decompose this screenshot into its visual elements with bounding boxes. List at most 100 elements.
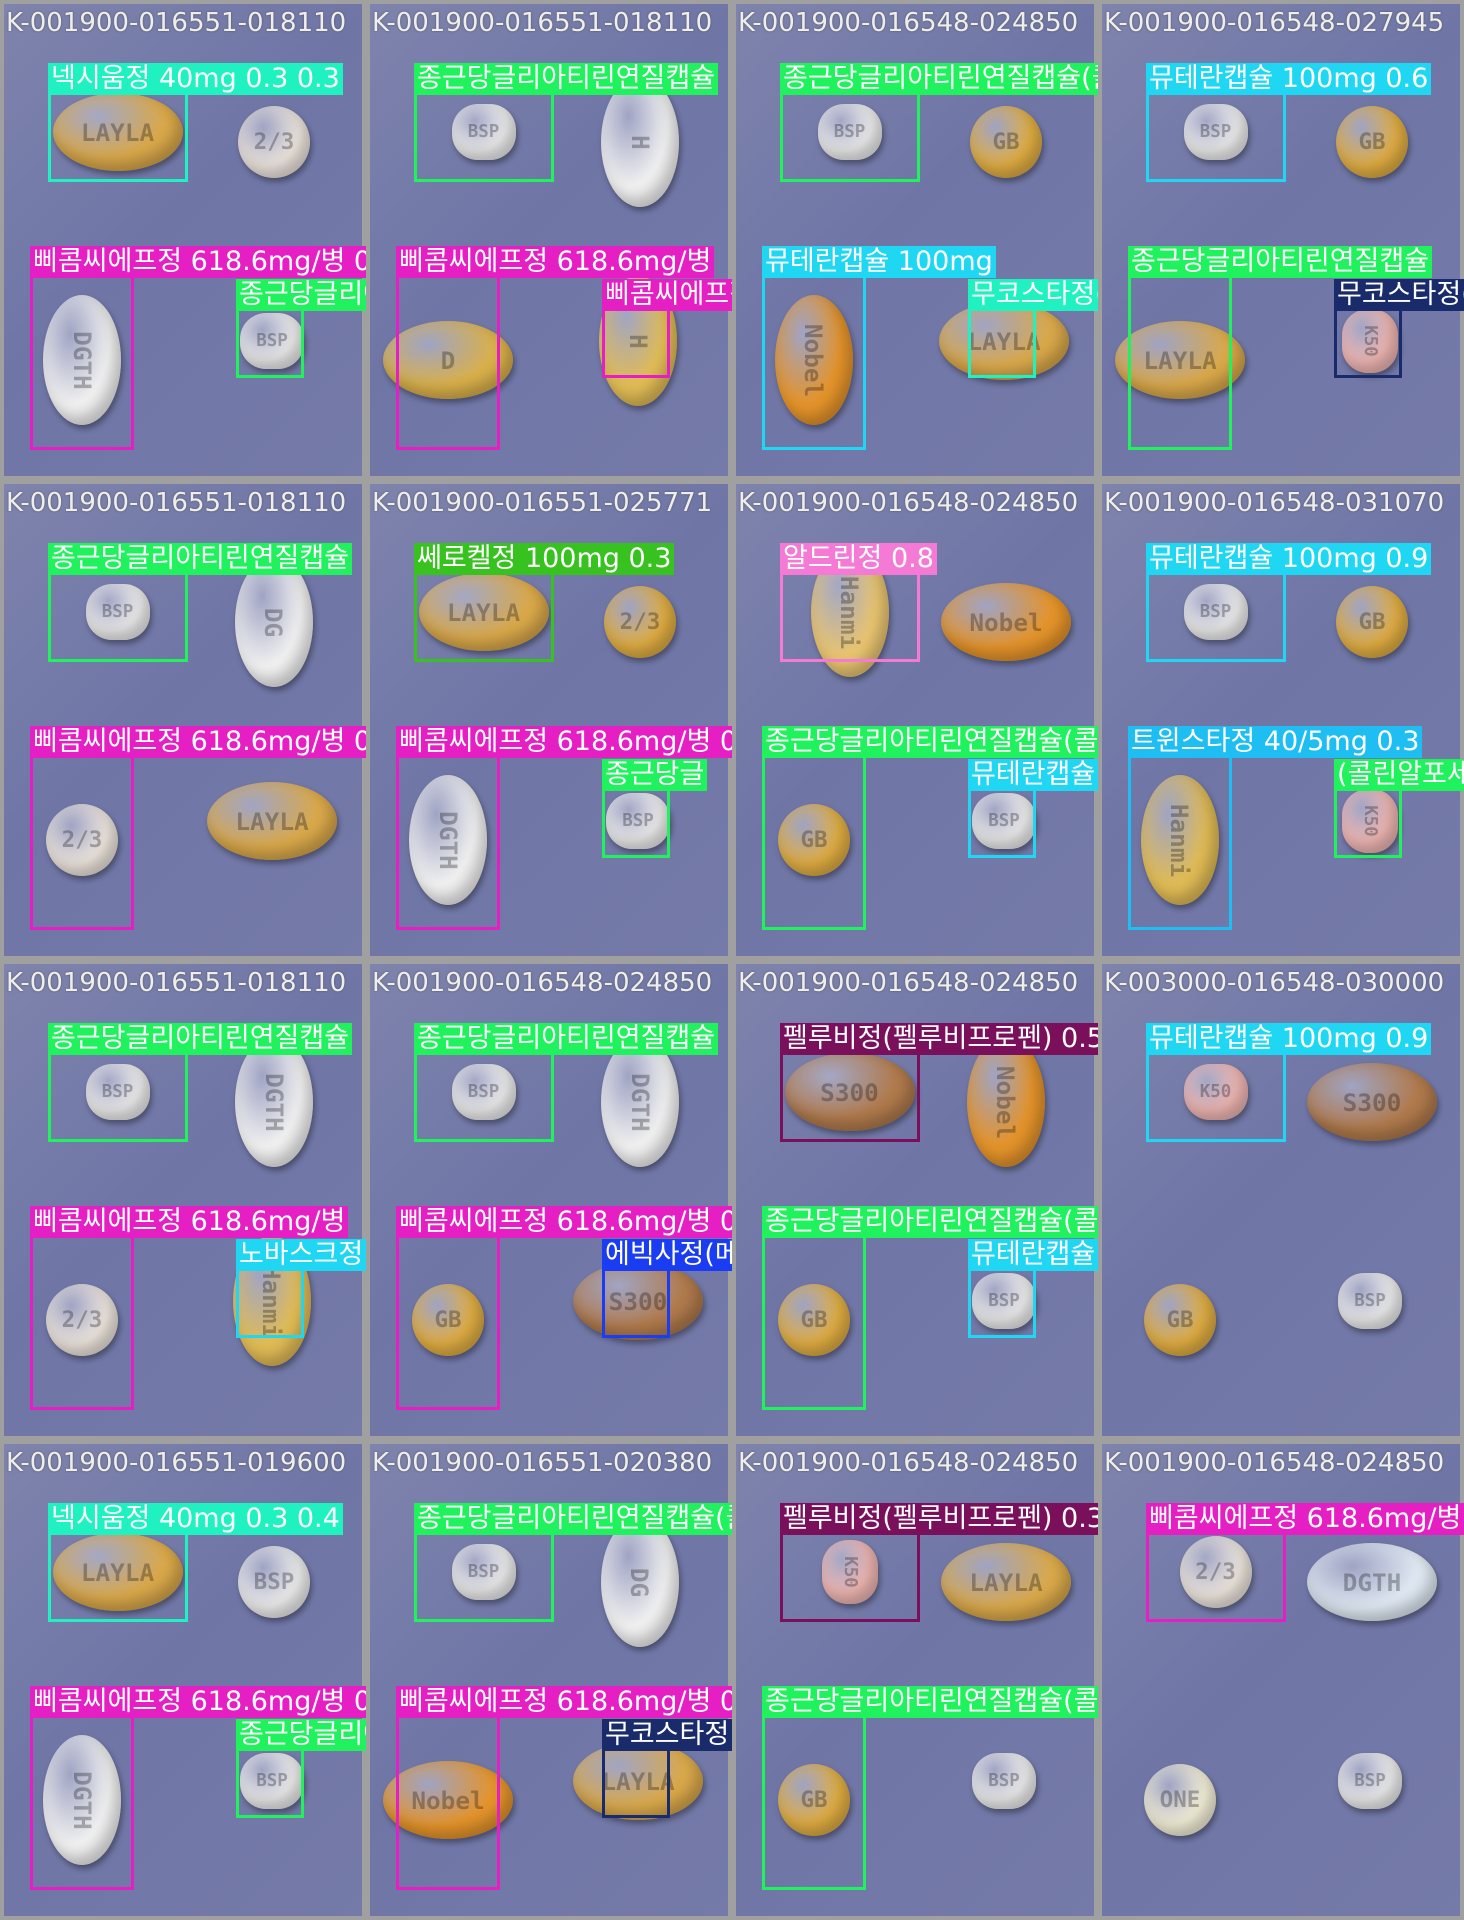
detection-label: 뮤테란캡슐 100mg <box>762 246 996 278</box>
detection-box: 쎄로켈정 100mg 0.3 <box>414 543 675 662</box>
pill-imprint: GB <box>434 1307 462 1333</box>
pill-imprint: LAYLA <box>80 117 155 147</box>
detection-box: (콜린알포세레이트) 1.0 <box>1334 759 1464 858</box>
pill: Nobel <box>941 583 1071 661</box>
detection-label: 삐콤씨에프정 618.6mg/병 0.6 <box>30 726 366 758</box>
pill-imprint: Nobel <box>411 1785 485 1815</box>
detection-box: 무코스타정(레바미피드)(비매품) <box>968 279 1098 378</box>
detection-box: 삐콤씨에프정 618.6mg/병 <box>396 246 715 450</box>
pill: GB <box>1336 586 1408 658</box>
detection-label: 넥시움정 40mg 0.3 0.4 <box>48 1503 343 1535</box>
detection-box: 삐콤씨에프정 618.6mg/병 <box>30 1206 349 1410</box>
pill: K50 <box>1183 1064 1248 1120</box>
detection-label: 삐콤씨에프정 618.6mg/병 0.4 <box>1146 1503 1464 1535</box>
detection-label: 펠루비정(펠루비프로펜) 0.5 <box>780 1023 1098 1055</box>
detection-label: 종근당글리아티린연질캡슐 <box>414 1023 719 1055</box>
pill-imprint: LAYLA <box>1143 345 1217 375</box>
tile-filename: K-001900-016548-027945 <box>1104 8 1445 38</box>
detection-box: 삐콤씨에프정 618.6mg/병 0.7 <box>396 1686 732 1890</box>
pill: Nobel <box>775 295 853 425</box>
pill-imprint: BSP <box>988 1771 1020 1791</box>
pill: BSP <box>972 793 1036 849</box>
pill-imprint: 2/3 <box>61 827 103 853</box>
tile-filename: K-003000-016548-030000 <box>1104 968 1445 998</box>
detection-box: 노바스크정 5 <box>236 1239 366 1338</box>
pill-imprint: LAYLA <box>80 1557 155 1587</box>
detection-box: 넥시움정 40mg 0.3 0.4 <box>48 1503 343 1622</box>
detection-label: 뮤테란캡슐 100mg 0.7 <box>968 759 1098 791</box>
pill-imprint: LAYLA <box>235 806 309 836</box>
pill: LAYLA <box>418 573 549 651</box>
detection-box: 펠루비정(펠루비프로펜) 0.3 <box>780 1503 1098 1622</box>
detection-box: 종근당글리아티린연질캡슐(콜린알 <box>414 1503 732 1622</box>
pill-imprint: 2/3 <box>61 1307 103 1333</box>
pill: LAYLA <box>939 302 1069 380</box>
tile-filename: K-001900-016551-020380 <box>372 1448 713 1478</box>
pill: K50 <box>1342 789 1398 853</box>
pill: BSP <box>1183 104 1248 160</box>
detection-box: 알드린정 0.8 <box>780 543 937 662</box>
detection-label: 종근당글리아티린연질캡슐(콜린알포세레이트) 1.0 <box>762 726 1098 758</box>
pill-imprint: 2/3 <box>253 129 295 155</box>
pill-imprint: DG <box>259 607 289 637</box>
pill: 2/3 <box>46 1284 118 1356</box>
detection-box: 뮤테란캡슐 100mg 0.8 <box>968 1239 1098 1338</box>
pill-imprint: S300 <box>608 1286 668 1316</box>
detection-box: 뮤테란캡슐 100mg 0.9 <box>1146 1023 1432 1142</box>
pill-imprint: GB <box>1166 1307 1194 1333</box>
pill-imprint: BSP <box>256 1771 288 1791</box>
detection-label: 종근당글리아티린연질캡슐 <box>48 543 353 575</box>
pill-imprint: Nobel <box>969 607 1043 637</box>
pill: LAYLA <box>941 1543 1071 1621</box>
pill-imprint: BSP <box>1199 602 1232 622</box>
detection-box: 종근당글리아티린연질캡슐 <box>48 1023 353 1142</box>
pill-imprint: DG <box>625 1567 655 1597</box>
pill: DGTH <box>1307 1543 1437 1621</box>
pill: K50 <box>821 1540 878 1604</box>
pill-imprint: 2/3 <box>1195 1559 1236 1585</box>
detection-label: 뮤테란캡슐 100mg 0.8 <box>968 1239 1098 1271</box>
pill-imprint: BSP <box>467 122 500 142</box>
pill-imprint: K50 <box>1199 1082 1232 1102</box>
pill: LAYLA <box>573 1742 703 1820</box>
detection-label: 삐콤씨에프정 618.6mg/병 0.5 <box>396 726 732 758</box>
tile-filename: K-001900-016551-019600 <box>6 1448 347 1478</box>
detection-box: 삐콤씨에프정 618.6mg/병 0.6 <box>30 726 366 930</box>
pill-imprint: S300 <box>1342 1087 1402 1117</box>
detection-label: 종근당글 <box>602 759 708 791</box>
detection-box: 종근당글리아티린연질캡슐 <box>1128 246 1433 450</box>
tile-filename: K-001900-016548-024850 <box>1104 1448 1445 1478</box>
pill-imprint: BSP <box>101 1082 134 1102</box>
detection-label: 삐콤씨에프정 618.6mg/병 0.9 <box>396 1206 732 1238</box>
pill: BSP <box>817 104 882 160</box>
detection-box: 넥시움정 40mg 0.3 0.3 <box>48 63 343 182</box>
pill-imprint: BSP <box>988 811 1020 831</box>
pill-imprint: BSP <box>622 811 654 831</box>
detection-label: 무코스타정(레바미피드)(비매품) 0.3 <box>1334 279 1464 311</box>
pill: BSP <box>85 1064 150 1120</box>
tile-filename: K-001900-016551-018110 <box>6 968 347 998</box>
detection-box: 종근당글리아티린연질캡슐 <box>414 63 719 182</box>
pill: DGTH <box>43 1735 121 1865</box>
detection-label: 종근당글리아티린연질캡슐(콜린알포세레이트) 1.0 <box>762 1206 1098 1238</box>
pill: S300 <box>1307 1063 1437 1141</box>
pill: Nobel <box>383 1761 513 1839</box>
detection-label: 종근당글리아티린연질캡슐 <box>48 1023 353 1055</box>
detection-label: 삐콤씨에프정 618.6mg/병 <box>30 1206 349 1238</box>
detection-label: 삐콤씨에프정 618.6mg/병 0.3 <box>30 246 366 278</box>
pill-imprint: GB <box>800 1307 828 1333</box>
detection-box: 뮤테란캡슐 100mg 0.7 <box>968 759 1098 858</box>
detection-label: 종근당글리아티린연질캡슐(콜린알포세레이트) 1.0 <box>762 1686 1098 1718</box>
pill: BSP <box>1338 1753 1402 1809</box>
detection-label: 종근당글리아티린연질캡슐(콜린알포세레이트) 1.0 <box>780 63 1098 95</box>
pill: BSP <box>1183 584 1248 640</box>
pill: GB <box>778 1284 850 1356</box>
detection-label: 삐콤씨에프정 618.6mg/병 <box>396 246 715 278</box>
pill: DG <box>601 1517 679 1647</box>
